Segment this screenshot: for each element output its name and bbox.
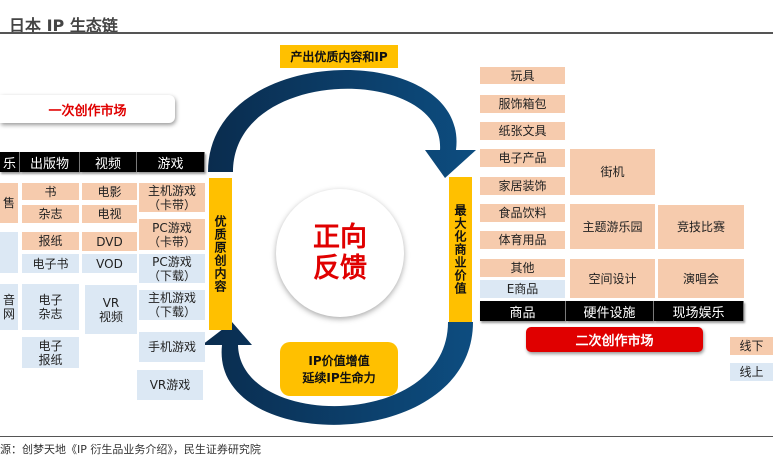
secondary-category-header: 商品	[480, 301, 566, 321]
primary-offline-cell: PC游戏 （卡带）	[139, 219, 205, 250]
secondary-offline-cell: 街机	[570, 149, 655, 195]
center-text-line1: 正向	[313, 222, 367, 253]
bottom-label: IP价值增值 延续IP生命力	[280, 342, 398, 396]
secondary-market-label: 二次创作市场	[526, 327, 703, 352]
primary-offline-cell: 书	[22, 183, 79, 200]
secondary-offline-cell: 家居装饰	[480, 177, 565, 195]
secondary-offline-cell: 纸张文具	[480, 122, 565, 140]
top-arrow	[208, 70, 476, 178]
legend-offline: 线下	[730, 337, 773, 355]
primary-offline-cell: 电视	[82, 205, 137, 223]
secondary-offline-cell: 竞技比赛	[658, 205, 744, 249]
primary-online-cell: VR游戏	[137, 370, 203, 400]
secondary-offline-cell: 主题游乐园	[570, 204, 655, 249]
primary-category-header: 游戏	[137, 152, 205, 172]
primary-category-header: 出版物	[20, 152, 80, 172]
secondary-online-cell: E商品	[480, 280, 565, 298]
right-label: 最大化商业价值	[449, 177, 472, 322]
primary-category-header: 乐	[0, 152, 20, 172]
left-label: 优质原创内容	[209, 178, 232, 330]
secondary-offline-cell: 玩具	[480, 67, 565, 84]
bottom-label-line1: IP价值增值	[308, 354, 370, 368]
primary-online-cell: 音 网	[0, 284, 18, 330]
legend-online: 线上	[730, 363, 773, 381]
title-divider	[0, 32, 773, 34]
secondary-offline-cell: 其他	[480, 259, 565, 277]
primary-offline-cell: DVD	[82, 232, 137, 251]
secondary-offline-cell: 空间设计	[570, 259, 655, 298]
secondary-category-header: 硬件设施	[566, 301, 654, 321]
primary-offline-cell: 报纸	[22, 232, 79, 250]
primary-online-cell	[0, 232, 18, 273]
primary-offline-cell: 售	[0, 183, 18, 223]
primary-online-cell: 电子 报纸	[22, 337, 79, 368]
primary-online-cell: VOD	[82, 254, 137, 273]
primary-online-cell: 手机游戏	[139, 332, 205, 362]
primary-market-label: 一次创作市场	[0, 95, 175, 123]
source-note: 源：创梦天地《IP 衍生品业务介绍》，民生证券研究院	[0, 443, 261, 456]
primary-online-cell: 电子 杂志	[22, 284, 79, 330]
primary-offline-cell: 杂志	[22, 205, 79, 223]
secondary-offline-cell: 体育用品	[480, 231, 565, 249]
bottom-arrow	[202, 322, 473, 425]
primary-online-cell: VR 视频	[85, 285, 137, 334]
primary-online-cell: PC游戏 （下载）	[139, 254, 205, 283]
secondary-offline-cell: 食品饮料	[480, 204, 565, 222]
primary-online-cell: 主机游戏 （下载）	[139, 290, 205, 320]
secondary-offline-cell: 服饰箱包	[480, 95, 565, 113]
top-label: 产出优质内容和IP	[280, 45, 398, 68]
primary-category-header: 视频	[80, 152, 137, 172]
page-title: 日本 IP 生态链	[9, 16, 118, 35]
primary-offline-cell: 电影	[82, 183, 137, 200]
center-text-line2: 反馈	[313, 253, 367, 284]
footer-divider	[0, 436, 773, 437]
center-circle: 正向 反馈	[276, 189, 404, 317]
secondary-offline-cell: 电子产品	[480, 149, 565, 167]
secondary-offline-cell: 演唱会	[658, 259, 744, 298]
secondary-category-header: 现场娱乐	[654, 301, 744, 321]
bottom-label-line2: 延续IP生命力	[302, 371, 376, 385]
primary-online-cell: 电子书	[22, 254, 79, 273]
primary-offline-cell: 主机游戏 （卡带）	[139, 183, 205, 212]
